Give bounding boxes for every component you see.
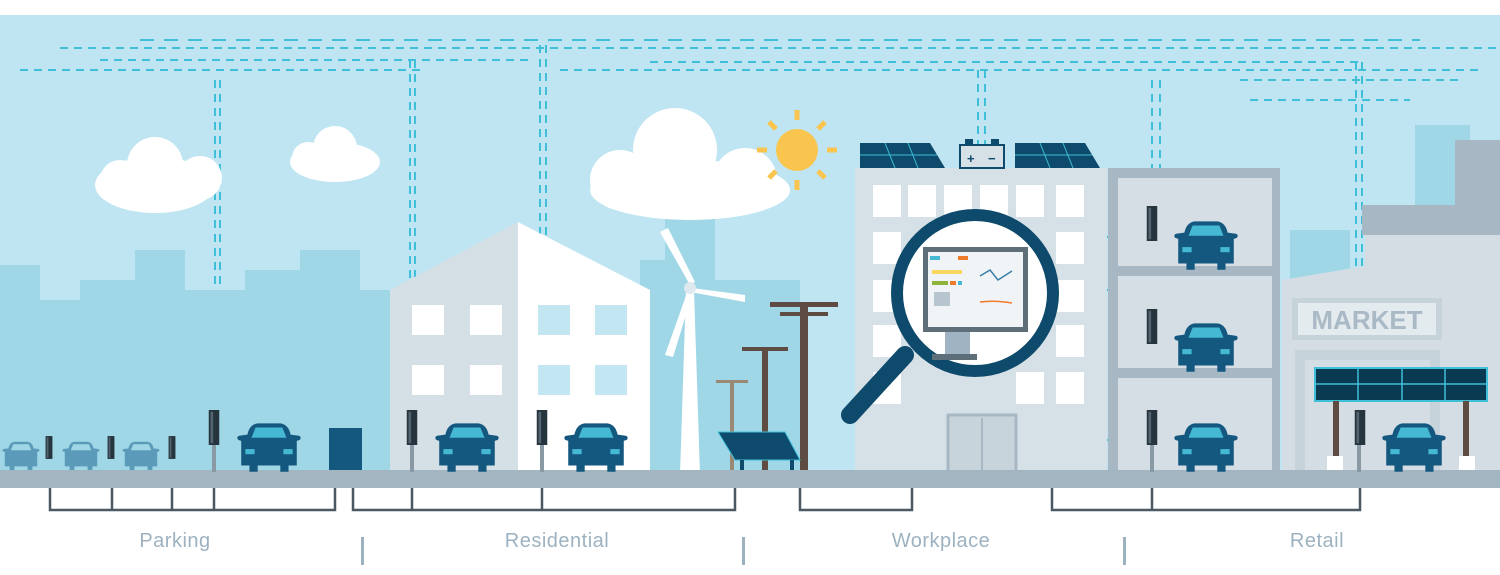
- charger-posts: [212, 445, 1361, 472]
- magnifier-monitoring-icon: [841, 209, 1059, 424]
- segment-divider: [1123, 537, 1126, 565]
- ground-strip: [0, 470, 1500, 488]
- clouds: [95, 108, 790, 220]
- utility-poles: [716, 302, 838, 475]
- market-sign: MARKET: [1311, 305, 1422, 335]
- segment-label-parking: Parking: [139, 530, 211, 552]
- segment-label-residential: Residential: [504, 530, 610, 552]
- sun-icon: [757, 110, 837, 190]
- segment-label-retail: Retail: [1289, 530, 1345, 552]
- segment-label-workplace: Workplace: [891, 530, 991, 552]
- svg-text:−: −: [988, 151, 996, 166]
- wind-turbine: [660, 228, 745, 475]
- transformer-box: [329, 428, 362, 472]
- svg-text:+: +: [967, 151, 975, 166]
- underground-wiring: [48, 488, 1362, 512]
- segment-divider: [742, 537, 745, 565]
- segment-divider: [361, 537, 364, 565]
- battery-icon: + −: [959, 139, 1005, 169]
- parking-garage: [1108, 168, 1280, 475]
- residential-building: [390, 222, 650, 475]
- ground-solar-panel: [717, 431, 801, 475]
